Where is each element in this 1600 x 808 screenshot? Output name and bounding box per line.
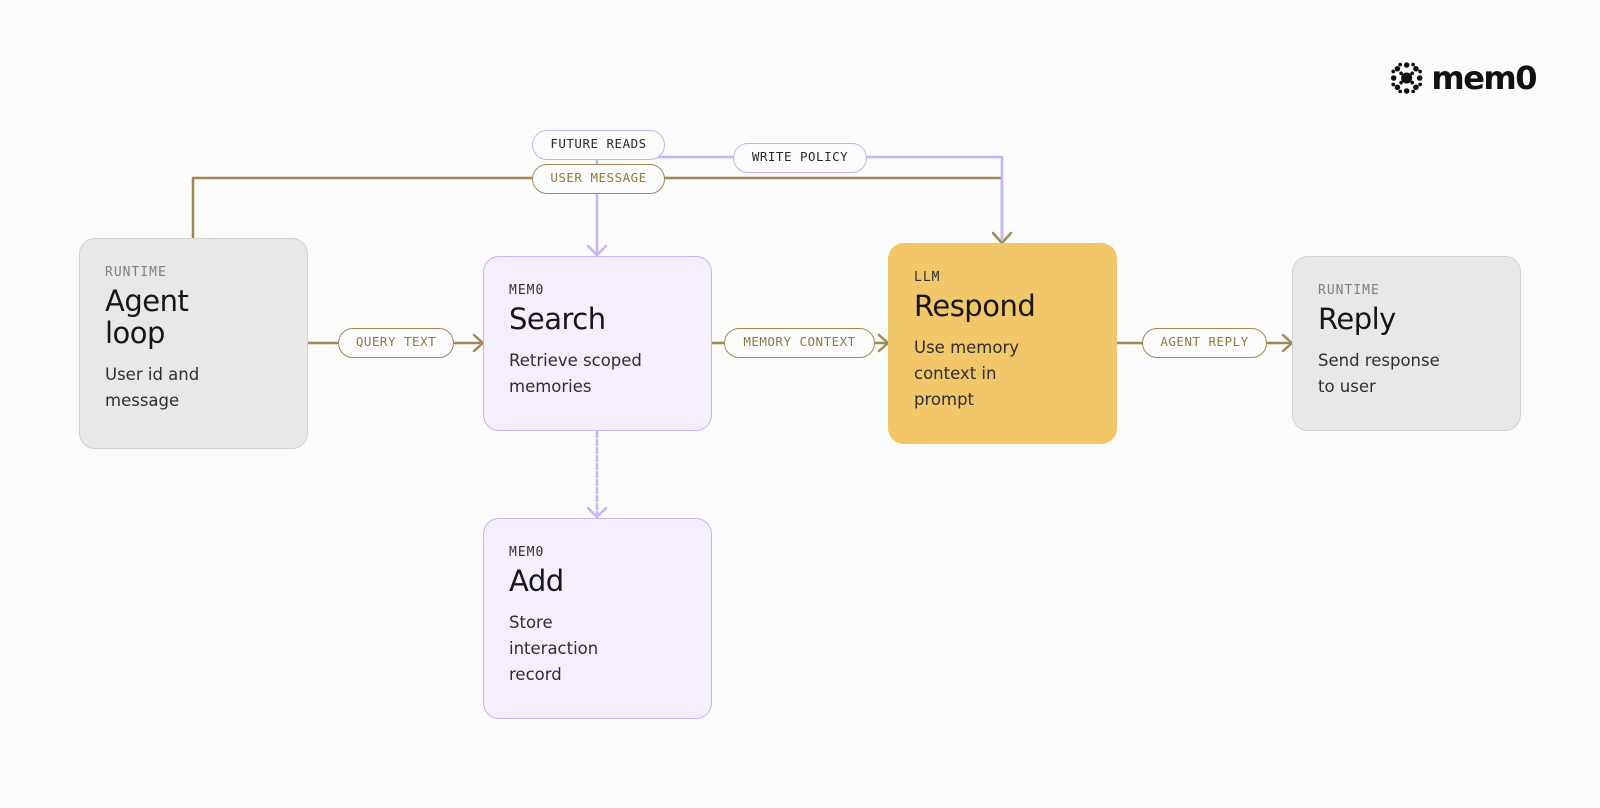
node-desc: User id and message — [105, 364, 200, 410]
node-kicker: MEM0 — [509, 545, 545, 560]
node-title: Search — [509, 302, 606, 336]
node-desc: Use memory context in prompt — [914, 337, 1020, 410]
mem0-logo-icon — [1390, 62, 1423, 94]
node-kicker: RUNTIME — [105, 265, 167, 280]
user-message-label: USER MESSAGE — [532, 164, 665, 194]
query-text-label: QUERY TEXT — [338, 328, 454, 358]
search-node: MEM0 Search Retrieve scoped memories — [483, 256, 712, 431]
node-kicker: RUNTIME — [1318, 283, 1380, 298]
future-reads-arrowhead — [586, 244, 608, 257]
write-policy-label: WRITE POLICY — [733, 143, 867, 173]
node-title: Add — [509, 564, 564, 598]
node-title: Agent loop — [105, 284, 189, 350]
mem0-logo: mem0 — [1390, 58, 1537, 98]
future-reads-label: FUTURE READS — [532, 130, 665, 160]
node-title: Respond — [914, 289, 1036, 323]
node-desc: Send response to user — [1318, 350, 1440, 396]
reply-node: RUNTIME Reply Send response to user — [1292, 256, 1521, 431]
node-desc: Store interaction record — [509, 612, 599, 685]
node-kicker: MEM0 — [509, 283, 545, 298]
node-desc: Retrieve scoped memories — [509, 350, 642, 396]
agent-reply-label: AGENT REPLY — [1142, 328, 1267, 358]
brand-name: mem0 — [1431, 59, 1537, 97]
node-kicker: LLM — [914, 270, 941, 285]
node-title: Reply — [1318, 302, 1396, 336]
respond-node: LLM Respond Use memory context in prompt — [888, 243, 1117, 444]
add-node: MEM0 Add Store interaction record — [483, 518, 712, 719]
search-to-add-arrowhead — [586, 506, 608, 519]
agent-loop-node: RUNTIME Agent loop User id and message — [79, 238, 308, 449]
memory-context-label: MEMORY CONTEXT — [724, 328, 875, 358]
